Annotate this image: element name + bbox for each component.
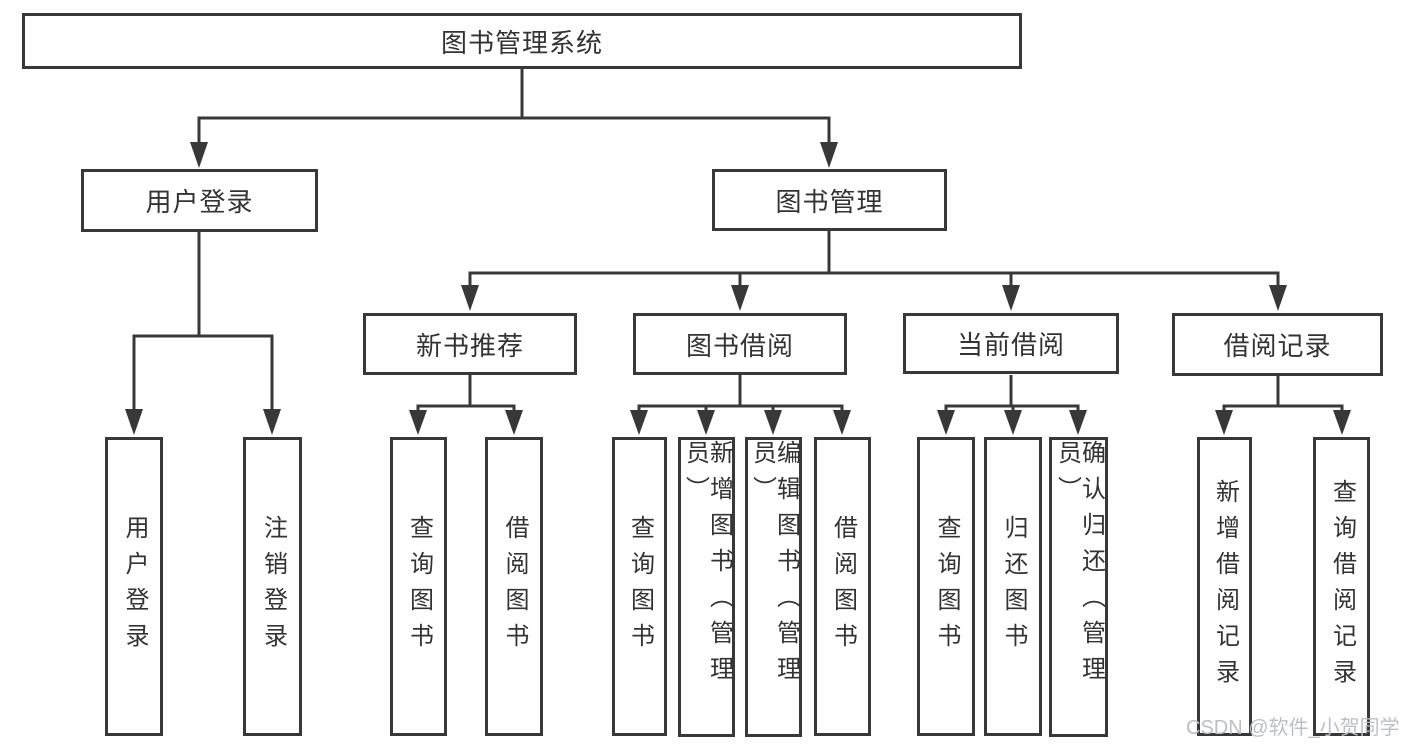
leaf-user-login-label: 用户登录: [121, 514, 148, 659]
leaf-add-borrow-record: 新增借阅记录: [1197, 437, 1252, 736]
leaf-query-books-recommend: 查询图书: [390, 437, 447, 736]
leaf-edit-book-admin: 编辑图书（管理员）: [745, 437, 802, 737]
node-book-management: 图书管理: [712, 169, 947, 231]
leaf-return-book-label: 归还图书: [1000, 514, 1027, 659]
leaf-add-book-admin-label: 新增图书（管理员）: [681, 440, 733, 692]
leaf-query-books-borrow: 查询图书: [612, 437, 667, 736]
leaf-return-book: 归还图书: [984, 437, 1042, 736]
node-borrow-records: 借阅记录: [1172, 313, 1383, 376]
leaf-edit-book-admin-label: 编辑图书（管理员）: [748, 440, 800, 692]
leaf-logout: 注销登录: [243, 437, 302, 736]
leaf-user-login: 用户登录: [105, 437, 163, 736]
node-book-management-label: 图书管理: [775, 186, 884, 217]
node-user-login-label: 用户登录: [145, 187, 254, 217]
node-book-borrow: 图书借阅: [633, 313, 847, 375]
leaf-borrow-books-borrow-label: 借阅图书: [829, 514, 857, 659]
leaf-query-books-borrow-label: 查询图书: [626, 514, 654, 659]
node-root-label: 图书管理系统: [440, 27, 603, 58]
leaf-borrow-books-recommend: 借阅图书: [485, 437, 543, 736]
node-book-borrow-label: 图书借阅: [685, 330, 794, 361]
leaf-borrow-books-recommend-label: 借阅图书: [501, 514, 528, 659]
node-user-login: 用户登录: [81, 169, 318, 232]
leaf-query-books-current-label: 查询图书: [933, 514, 960, 659]
leaf-confirm-return-admin-label: 确认归还（管理员）: [1053, 440, 1105, 692]
arrowheads: [125, 142, 1351, 435]
leaf-query-borrow-record-label: 查询借阅记录: [1328, 478, 1356, 695]
node-new-book-recommend: 新书推荐: [363, 313, 577, 375]
leaf-add-borrow-record-label: 新增借阅记录: [1211, 478, 1239, 695]
leaf-confirm-return-admin: 确认归还（管理员）: [1049, 437, 1108, 737]
node-root: 图书管理系统: [22, 13, 1022, 69]
node-current-borrow: 当前借阅: [903, 313, 1119, 374]
watermark: CSDN @软件_小贺同学: [1186, 717, 1400, 739]
leaf-query-books-recommend-label: 查询图书: [405, 514, 433, 659]
leaf-borrow-books-borrow: 借阅图书: [814, 437, 871, 736]
node-new-book-recommend-label: 新书推荐: [415, 330, 524, 361]
node-current-borrow-label: 当前借阅: [956, 330, 1065, 360]
node-borrow-records-label: 借阅记录: [1223, 331, 1332, 361]
leaf-add-book-admin: 新增图书（管理员）: [678, 437, 735, 737]
leaf-query-books-current: 查询图书: [917, 437, 975, 736]
leaf-query-borrow-record: 查询借阅记录: [1313, 437, 1370, 736]
leaf-logout-label: 注销登录: [259, 514, 287, 659]
